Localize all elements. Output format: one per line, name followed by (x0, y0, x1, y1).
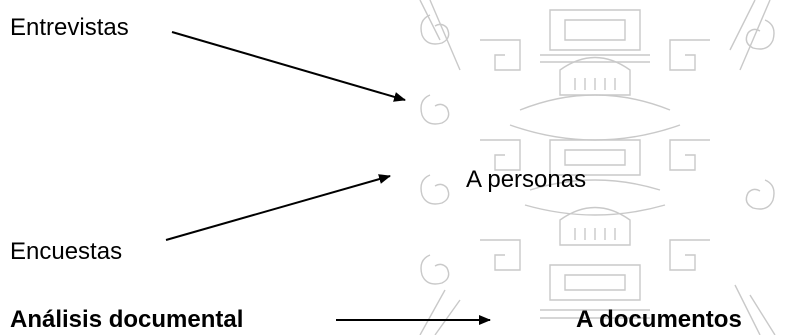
label-a-documentos: A documentos (576, 306, 742, 333)
label-analisis-documental: Análisis documental (10, 306, 244, 333)
label-encuestas: Encuestas (10, 238, 123, 265)
arrow-encuestas-to-personas (165, 174, 391, 241)
label-entrevistas: Entrevistas (10, 14, 129, 41)
label-a-personas: A personas (466, 166, 587, 193)
ornamental-seal-watermark-icon (419, 0, 776, 335)
arrow-entrevistas-to-personas (171, 31, 406, 102)
